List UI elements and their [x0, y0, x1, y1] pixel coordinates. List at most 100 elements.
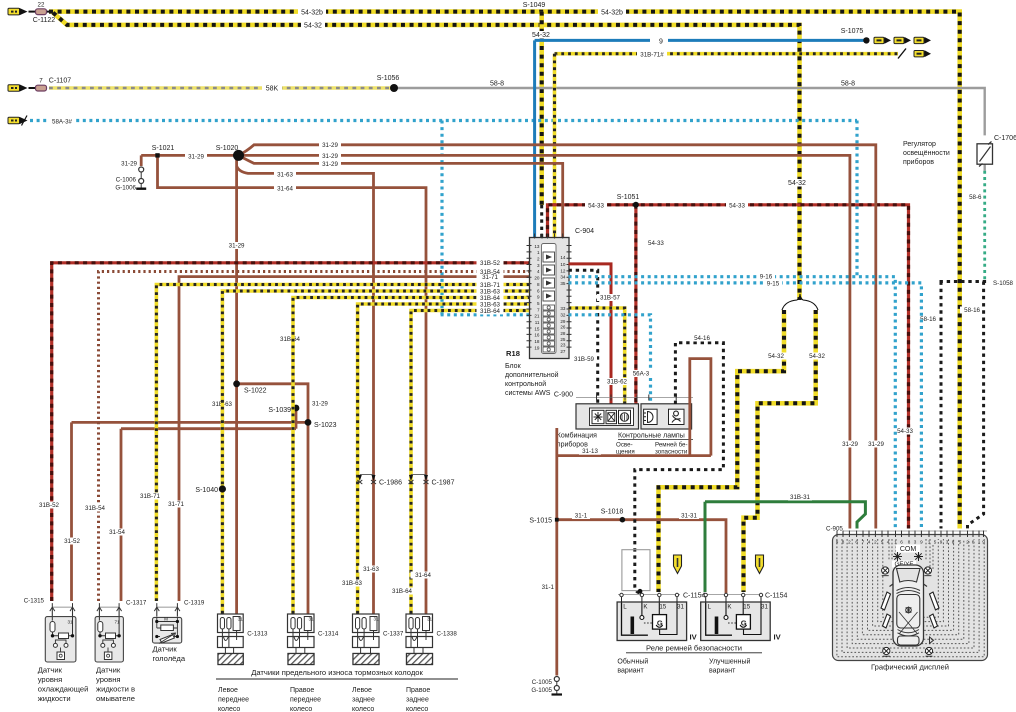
svg-text:C-1313: C-1313	[247, 631, 268, 638]
svg-text:8: 8	[908, 540, 911, 545]
svg-text:S-1039: S-1039	[268, 407, 291, 414]
svg-text:2: 2	[874, 540, 877, 545]
svg-text:31: 31	[677, 604, 684, 611]
svg-text:31B-57: 31B-57	[600, 295, 621, 302]
svg-text:IV: IV	[690, 633, 698, 642]
svg-text:15: 15	[534, 326, 540, 331]
svg-text:IV: IV	[774, 633, 782, 642]
svg-text:31B-71: 31B-71	[140, 493, 161, 500]
svg-text:9: 9	[920, 540, 923, 545]
svg-text:31: 31	[761, 604, 768, 611]
svg-text:Правое: Правое	[406, 687, 430, 694]
svg-text:жидкости в: жидкости в	[96, 685, 135, 694]
svg-text:31: 31	[308, 617, 314, 622]
svg-text:C-1314: C-1314	[318, 631, 339, 638]
svg-text:M: M	[164, 616, 168, 621]
svg-text:54-32: 54-32	[768, 353, 784, 360]
svg-text:31: 31	[427, 617, 433, 622]
svg-text:охлаждающей: охлаждающей	[38, 685, 89, 694]
svg-text:9: 9	[537, 295, 540, 300]
svg-text:вариант: вариант	[709, 668, 736, 675]
svg-text:31-1: 31-1	[542, 584, 555, 591]
svg-text:C-905: C-905	[826, 526, 843, 533]
svg-text:C-900: C-900	[554, 392, 573, 399]
svg-text:Правое: Правое	[290, 687, 314, 694]
svg-text:19: 19	[534, 345, 540, 350]
svg-text:58-6: 58-6	[969, 194, 982, 201]
svg-text:54-32: 54-32	[304, 23, 322, 30]
svg-text:S-1018: S-1018	[601, 509, 624, 516]
svg-text:4: 4	[887, 540, 890, 545]
svg-text:27: 27	[560, 349, 566, 354]
svg-text:58-8: 58-8	[490, 81, 504, 88]
svg-text:Реле ремней безопасности: Реле ремней безопасности	[646, 644, 742, 653]
svg-text:71: 71	[114, 620, 120, 625]
svg-text:2: 2	[848, 540, 851, 545]
svg-text:заднее: заднее	[406, 697, 429, 704]
svg-text:31-52: 31-52	[64, 538, 80, 545]
svg-text:Контрольные лампы: Контрольные лампы	[618, 433, 685, 440]
svg-text:Обычный: Обычный	[617, 658, 648, 666]
svg-text:54-32: 54-32	[809, 353, 825, 360]
svg-text:31: 31	[373, 617, 379, 622]
svg-text:4: 4	[868, 540, 871, 545]
svg-text:6: 6	[900, 540, 903, 545]
svg-text:C-1154: C-1154	[683, 593, 706, 600]
svg-text:10: 10	[560, 262, 566, 267]
svg-text:9: 9	[836, 540, 839, 545]
svg-text:15: 15	[659, 604, 666, 611]
svg-text:C-904: C-904	[575, 228, 594, 235]
svg-text:31B-63: 31B-63	[480, 301, 501, 308]
svg-text:31B-71#: 31B-71#	[640, 52, 664, 59]
svg-text:6: 6	[537, 288, 540, 293]
svg-text:Датчики предельного износа тор: Датчики предельного износа тормозных кол…	[251, 668, 423, 677]
svg-text:31-1: 31-1	[575, 513, 588, 520]
svg-text:переднее: переднее	[218, 697, 249, 704]
svg-text:3: 3	[914, 540, 917, 545]
svg-text:5: 5	[881, 540, 884, 545]
svg-text:колесо: колесо	[290, 706, 312, 712]
svg-text:8: 8	[842, 540, 845, 545]
svg-text:заднее: заднее	[352, 697, 375, 704]
svg-text:1: 1	[894, 540, 897, 545]
svg-text:C-1338: C-1338	[437, 631, 458, 638]
svg-text:14: 14	[560, 255, 566, 260]
svg-text:G-1005: G-1005	[531, 687, 552, 694]
svg-text:31-29: 31-29	[322, 142, 338, 149]
svg-text:31-29: 31-29	[312, 401, 328, 408]
svg-text:31-31: 31-31	[681, 513, 697, 520]
svg-text:системы AWS: системы AWS	[505, 390, 551, 397]
svg-text:9: 9	[940, 540, 943, 545]
svg-text:34: 34	[560, 275, 566, 280]
svg-text:уровня: уровня	[38, 675, 63, 684]
svg-text:32: 32	[560, 313, 566, 318]
svg-text:35: 35	[560, 281, 566, 286]
svg-text:23: 23	[560, 343, 566, 348]
svg-text:1: 1	[537, 250, 540, 255]
svg-text:7: 7	[39, 78, 43, 85]
svg-text:5: 5	[959, 540, 962, 545]
svg-text:18: 18	[534, 339, 540, 344]
svg-text:54-33: 54-33	[588, 202, 604, 209]
svg-text:контрольной: контрольной	[505, 380, 546, 388]
svg-text:31: 31	[67, 620, 73, 625]
svg-text:зопасности: зопасности	[655, 449, 688, 456]
svg-text:K: K	[643, 604, 648, 611]
svg-text:Ремней бе-: Ремней бе-	[655, 442, 688, 449]
svg-text:G-1006: G-1006	[115, 185, 136, 192]
svg-text:58-16: 58-16	[920, 316, 936, 323]
svg-text:COM: COM	[900, 546, 917, 553]
svg-text:C-1006: C-1006	[116, 177, 137, 184]
svg-text:Левое: Левое	[352, 687, 372, 694]
svg-text:54-16: 54-16	[694, 335, 710, 342]
svg-text:31-71: 31-71	[482, 274, 498, 281]
svg-text:S-1015: S-1015	[529, 518, 552, 525]
svg-text:K: K	[727, 604, 732, 611]
svg-text:31-64: 31-64	[277, 186, 293, 193]
svg-text:омывателе: омывателе	[96, 694, 135, 703]
svg-text:Левое: Левое	[218, 687, 238, 694]
svg-text:4: 4	[537, 269, 540, 274]
svg-text:Датчик: Датчик	[153, 645, 178, 654]
svg-text:G: G	[657, 619, 663, 628]
svg-text:31-63: 31-63	[363, 566, 379, 573]
